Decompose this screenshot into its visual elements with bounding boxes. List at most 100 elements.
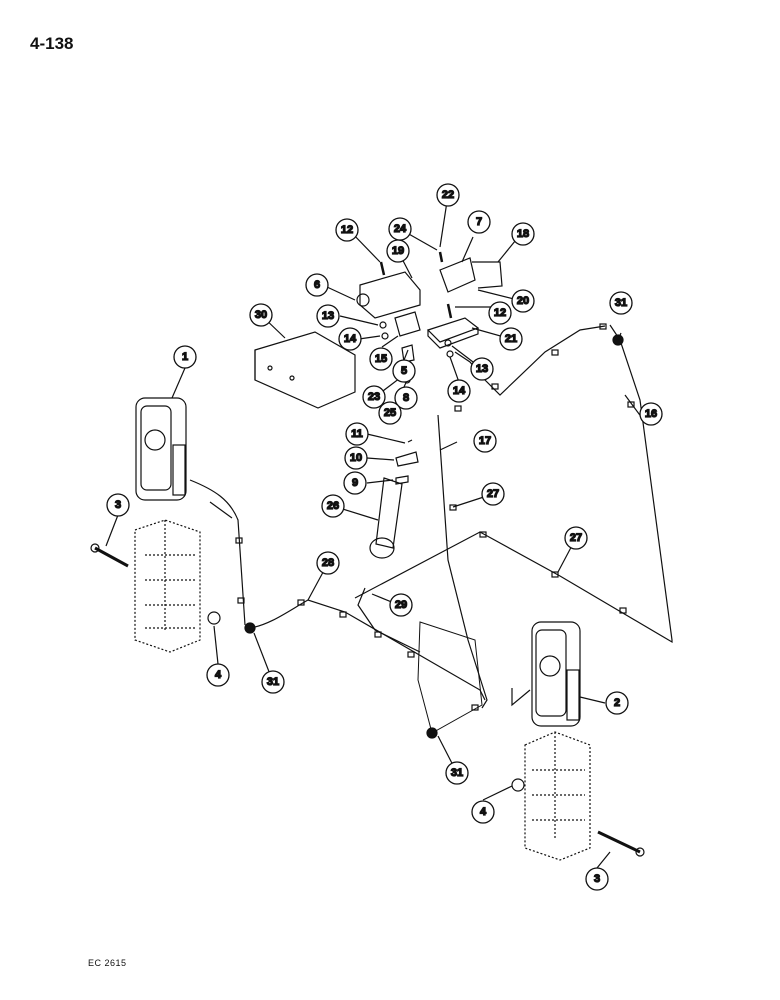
wire-to-switch (357, 587, 421, 653)
footer-code: EC 2615 (88, 958, 127, 968)
callout-label: 2 (614, 697, 620, 709)
callout-label: 3 (594, 873, 600, 885)
cable-clip (551, 571, 559, 578)
callout-label: 8 (403, 392, 409, 404)
washer (395, 475, 409, 485)
callout-label: 14 (344, 333, 357, 345)
cable-clip (491, 383, 499, 390)
callout-label: 5 (401, 365, 407, 377)
callout-14a: 14 (338, 327, 362, 351)
callout-label: 31 (451, 767, 463, 779)
callout-24: 24 (388, 217, 412, 241)
wire-ground-lh (209, 501, 233, 519)
cable-clip (297, 599, 305, 606)
callout-22: 22 (436, 183, 460, 207)
callout-label: 31 (267, 676, 279, 688)
callout-14b: 14 (447, 379, 471, 403)
switch-body (359, 271, 421, 319)
lamp-lens-lh (140, 405, 172, 491)
callout-label: 18 (517, 228, 529, 240)
callout-28: 28 (316, 551, 340, 575)
switch-cylinder (439, 257, 476, 293)
callout-label: 25 (384, 407, 396, 419)
callout-label: 28 (322, 557, 334, 569)
callout-label: 19 (392, 245, 404, 257)
wire-harness-right-up (454, 325, 606, 396)
callout-16: 16 (639, 402, 663, 426)
callout-label: 22 (442, 189, 454, 201)
callout-25: 25 (378, 401, 402, 425)
cable-clip (479, 531, 487, 538)
mount-bracket-rh (524, 731, 591, 861)
screw-12b (446, 303, 453, 319)
cable-clip (627, 401, 635, 408)
callout-label: 16 (645, 408, 657, 420)
wire-harness-left-down (189, 479, 246, 626)
wire-harness-cross (354, 324, 673, 644)
callout-1: 1 (173, 345, 197, 369)
callout-17: 17 (473, 429, 497, 453)
callout-label: 29 (395, 599, 407, 611)
callout-23: 23 (362, 385, 386, 409)
cable-clip (551, 349, 559, 356)
callout-3a: 3 (106, 493, 130, 517)
cable-clip (449, 504, 457, 511)
page-number: 4-138 (30, 34, 74, 53)
callout-label: 21 (505, 333, 517, 345)
callout-label: 7 (476, 216, 482, 228)
callout-18: 18 (511, 222, 535, 246)
screw (407, 439, 413, 443)
callout-8: 8 (394, 386, 418, 410)
callout-19: 19 (386, 239, 410, 263)
callout-15: 15 (369, 347, 393, 371)
grommet (244, 622, 256, 634)
cable-clip (619, 607, 627, 614)
callout-label: 1 (182, 351, 188, 363)
switch-support (394, 311, 421, 337)
callout-5: 5 (392, 359, 416, 383)
callout-label: 14 (453, 385, 466, 397)
callout-label: 27 (570, 532, 582, 544)
screw-12a (379, 261, 386, 276)
callout-label: 12 (341, 224, 353, 236)
lamp-lens-rh (535, 629, 567, 717)
callout-26: 26 (321, 494, 345, 518)
callout-label: 10 (350, 452, 362, 464)
cable-clip (454, 405, 462, 412)
callout-31b: 31 (609, 291, 633, 315)
callout-27b: 27 (564, 526, 588, 550)
callout-9: 9 (343, 471, 367, 495)
callout-12b: 12 (488, 301, 512, 325)
connector-block (426, 317, 480, 343)
cable-clip (235, 537, 243, 544)
cable-clip (237, 597, 245, 604)
lamp-reflector-lh (144, 429, 166, 451)
callout-label: 24 (394, 223, 407, 235)
cable-clip (407, 651, 415, 658)
callout-label: 31 (615, 297, 627, 309)
callout-label: 15 (375, 353, 387, 365)
screw-24 (438, 251, 444, 263)
bolt-rh (597, 830, 641, 854)
sleeve (472, 261, 503, 289)
wire-harness-17 (437, 414, 488, 709)
lamp-base-rh (566, 669, 580, 721)
lamp-base-lh (172, 444, 186, 496)
callout-label: 13 (476, 363, 488, 375)
callout-12a: 12 (335, 218, 359, 242)
bolt-head-rh (635, 847, 645, 857)
cable-clip (374, 631, 382, 638)
cable-clip (339, 611, 347, 618)
callout-20: 20 (511, 289, 535, 313)
callout-label: 26 (327, 500, 339, 512)
cable-clip (471, 704, 479, 711)
callout-label: 12 (494, 307, 506, 319)
mount-bracket-lh (134, 519, 201, 653)
callout-31c: 31 (445, 761, 469, 785)
callouts: 1 2 3 3 4 4 5 6 7 8 9 10 11 12 12 13 13 … (106, 183, 663, 891)
clamp (395, 451, 419, 467)
callout-label: 4 (215, 669, 222, 681)
callout-label: 4 (480, 806, 487, 818)
callout-2: 2 (605, 691, 629, 715)
